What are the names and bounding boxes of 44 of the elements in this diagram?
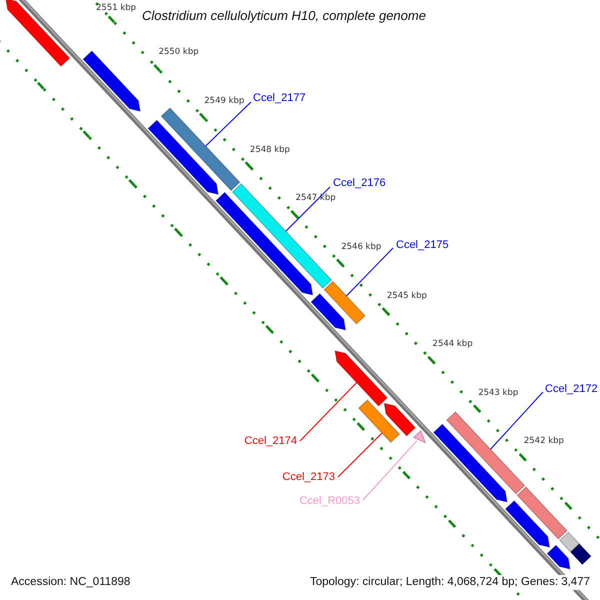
footer-text: Topology: circular; Length: 4,068,724 bp; Genes: 3,477 xyxy=(308,575,592,590)
leader-line xyxy=(300,382,358,442)
leader-line xyxy=(346,248,394,296)
gene-feature xyxy=(446,411,526,494)
gene-label: Ccel_2173 xyxy=(282,471,335,484)
gene-feature xyxy=(310,293,346,331)
gene-label: Ccel_2172 xyxy=(545,383,598,396)
gene-label: Ccel_2175 xyxy=(396,239,449,252)
leader-line xyxy=(362,440,418,500)
scale-label: 2548 kbp xyxy=(250,146,290,155)
gene-label: Ccel_R0053 xyxy=(299,495,360,508)
gene-feature xyxy=(147,120,219,195)
gene-feature xyxy=(82,50,141,112)
scale-label: 2544 kbp xyxy=(432,340,473,350)
scale-label: 2542 kbp xyxy=(524,437,564,447)
gene-feature xyxy=(384,402,416,437)
scale-label: 2547 kbp xyxy=(296,194,336,204)
scale-label: 2551 kbp xyxy=(96,4,136,14)
gene-feature xyxy=(432,424,508,503)
gene-feature xyxy=(558,532,580,553)
gene-label: Ccel_2176 xyxy=(333,177,386,190)
leader-line xyxy=(338,432,382,478)
leader-line xyxy=(285,186,330,232)
title: Clostridium cellulolyticum H10, complete genome xyxy=(142,9,426,24)
gene-feature xyxy=(546,544,571,570)
gene-label: Ccel_2174 xyxy=(244,435,297,448)
gene-feature xyxy=(504,500,550,548)
footer-text: Accession: NC_011898 xyxy=(9,575,132,590)
scale-label: 2545 kbp xyxy=(386,292,427,301)
gene-feature xyxy=(323,280,366,325)
gene-label: Ccel_2177 xyxy=(253,92,306,104)
scale-label: 2543 kbp xyxy=(478,388,518,398)
scale-label: 2549 kbp xyxy=(204,97,244,106)
gene-feature xyxy=(160,107,241,192)
gene-feature xyxy=(5,0,70,68)
gene-feature xyxy=(570,543,592,566)
leader-line xyxy=(490,392,544,450)
leader-line xyxy=(205,102,252,146)
gene-feature xyxy=(358,399,400,444)
gene-feature xyxy=(334,350,388,407)
gene-marker xyxy=(412,430,426,444)
scale-label: 2550 kbp xyxy=(158,48,199,58)
gene-feature xyxy=(516,486,568,540)
scale-label: 2546 kbp xyxy=(341,242,382,252)
